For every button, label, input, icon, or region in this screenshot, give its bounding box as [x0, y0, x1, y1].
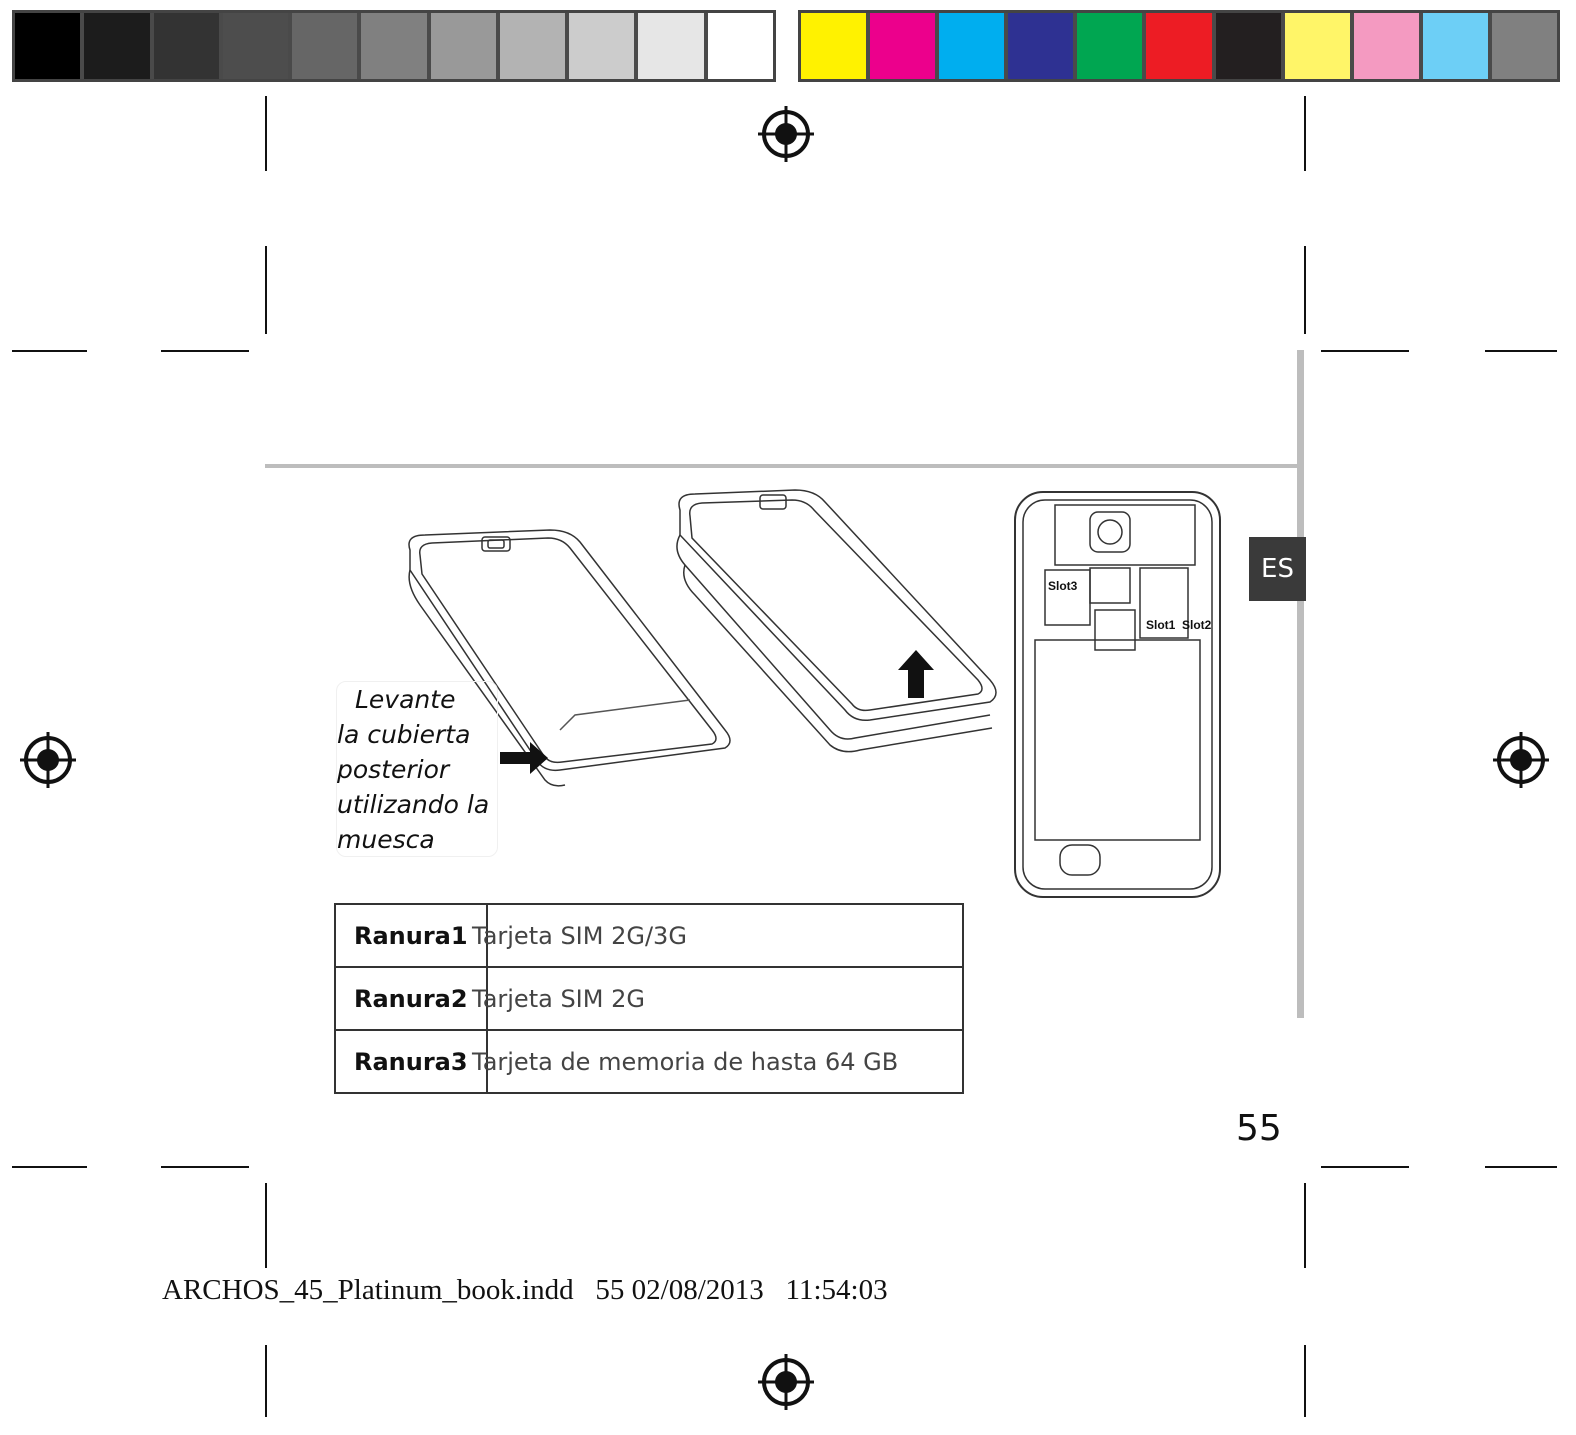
registration-mark-icon [20, 732, 76, 788]
crop-mark [1304, 1345, 1306, 1417]
arrow-up-icon [898, 650, 934, 698]
table-row: Ranura1 Tarjeta SIM 2G/3G [334, 903, 964, 968]
color-swatch [1353, 13, 1423, 79]
instruction-caption: Levante la cubierta posterior utilizando… [336, 681, 498, 857]
crop-mark [161, 350, 249, 352]
slot-value: Tarjeta SIM 2G [472, 966, 964, 1031]
registration-mark-icon [758, 1354, 814, 1410]
color-swatch [707, 13, 773, 79]
color-swatch [15, 13, 85, 79]
caption-line: muesca [337, 825, 435, 854]
slot1-label: Slot1 [1146, 618, 1176, 632]
slot3-label: Slot3 [1048, 579, 1078, 593]
caption-line: la cubierta [337, 720, 471, 749]
color-swatch [569, 13, 639, 79]
color-swatch [638, 13, 708, 79]
language-tab: ES [1249, 537, 1306, 601]
page-number: 55 [1236, 1108, 1282, 1149]
color-swatch [1284, 13, 1354, 79]
caption-line: posterior [337, 755, 450, 784]
phone-diagram: Slot3 Slot1 Slot2 [408, 489, 1221, 898]
phone-open-back-illustration: Slot3 Slot1 Slot2 [1014, 491, 1221, 898]
slot2-label: Slot2 [1182, 618, 1212, 632]
crop-mark [1485, 1166, 1557, 1168]
caption-line: utilizando la [337, 790, 490, 819]
color-swatch [1491, 13, 1558, 79]
table-row: Ranura3 Tarjeta de memoria de hasta 64 G… [334, 1029, 964, 1094]
crop-mark [1304, 246, 1306, 334]
color-swatch [153, 13, 223, 79]
file-slug: ARCHOS_45_Platinum_book.indd 55 02/08/20… [162, 1274, 888, 1306]
color-swatch [430, 13, 500, 79]
color-swatch [1146, 13, 1216, 79]
crop-mark [1304, 96, 1306, 171]
crop-mark [265, 96, 267, 171]
crop-mark [265, 246, 267, 334]
crop-mark [265, 1183, 267, 1268]
crop-mark [1485, 350, 1557, 352]
crop-mark [12, 1166, 87, 1168]
slots-table: Ranura1 Tarjeta SIM 2G/3G Ranura2 Tarjet… [334, 903, 964, 1094]
slot-label: Ranura2 [334, 966, 488, 1031]
crop-mark [1321, 1166, 1409, 1168]
color-swatch [1422, 13, 1492, 79]
color-swatch [499, 13, 570, 79]
top-rule [265, 464, 1302, 468]
color-swatch [870, 13, 940, 79]
color-swatch [361, 13, 431, 79]
crop-mark [1321, 350, 1409, 352]
color-swatch [939, 13, 1009, 79]
table-row: Ranura2 Tarjeta SIM 2G [334, 966, 964, 1031]
slot-label: Ranura3 [334, 1029, 488, 1094]
grayscale-color-bar [12, 10, 776, 82]
caption-line: Levante [355, 685, 456, 714]
registration-mark-icon [1493, 732, 1549, 788]
crop-mark [1304, 1183, 1306, 1268]
phone-back-cover-illustration [408, 529, 731, 787]
arrow-right-icon [500, 742, 548, 774]
crop-mark [265, 1345, 267, 1417]
slot-label: Ranura1 [334, 903, 488, 968]
slot-value: Tarjeta de memoria de hasta 64 GB [472, 1029, 964, 1094]
crop-mark [12, 350, 87, 352]
color-swatch [1077, 13, 1147, 79]
color-swatch [1008, 13, 1078, 79]
slot-value: Tarjeta SIM 2G/3G [472, 903, 964, 968]
process-color-bar [798, 10, 1560, 82]
color-swatch [1215, 13, 1285, 79]
color-swatch [84, 13, 154, 79]
color-swatch [801, 13, 871, 79]
phone-lift-cover-illustration [676, 489, 997, 753]
side-rule [1297, 350, 1304, 1018]
color-swatch [292, 13, 362, 79]
color-swatch [222, 13, 293, 79]
registration-mark-icon [758, 106, 814, 162]
crop-mark [161, 1166, 249, 1168]
